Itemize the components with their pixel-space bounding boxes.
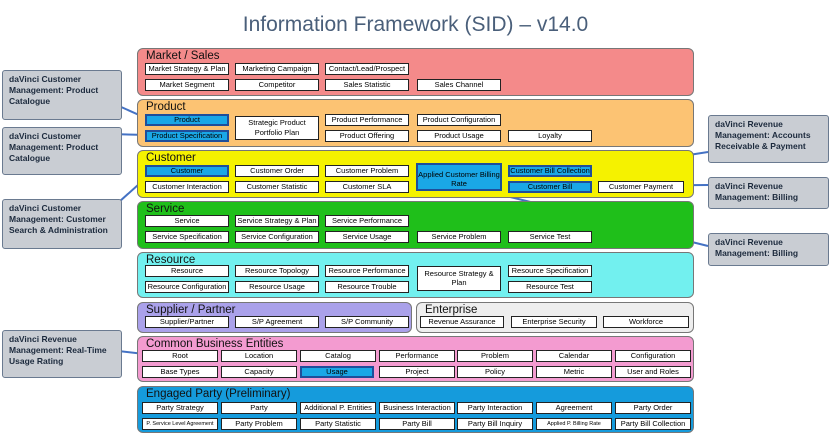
cell-party-bill-inquiry: Party Bill Inquiry	[457, 418, 533, 430]
market-sales-band: Market / Sales	[137, 48, 694, 96]
product-band: Product	[137, 99, 694, 147]
cell-resource-specification: Resource Specification	[508, 265, 592, 277]
cell-service-configuration: Service Configuration	[235, 231, 319, 243]
cell-customer-order: Customer Order	[235, 165, 319, 177]
cell-product-offering: Product Offering	[325, 130, 409, 142]
cell-problem: Problem	[457, 350, 533, 362]
band-title: Service	[146, 203, 185, 215]
cell-sp-agreement: S/P Agreement	[235, 316, 319, 328]
cell-contact-lead-prospect: Contact/Lead/Prospect	[325, 63, 409, 75]
cell-product-specification: Product Specification	[145, 130, 229, 142]
cell-strategic-product-portfolio-plan: Strategic Product Portfolio Plan	[235, 116, 319, 140]
cell-root: Root	[142, 350, 218, 362]
callout-product-catalogue: daVinci Customer Management: Product Cat…	[2, 70, 122, 120]
cell-resource-performance: Resource Performance	[325, 265, 409, 277]
cell-enterprise-security: Enterprise Security	[511, 316, 597, 328]
cell-applied-customer-billing-rate: Applied Customer Billing Rate	[416, 163, 502, 191]
band-title: Engaged Party (Preliminary)	[146, 388, 291, 400]
cell-product-usage: Product Usage	[417, 130, 501, 142]
cell-revenue-assurance: Revenue Assurance	[420, 316, 504, 328]
cell-user-and-roles: User and Roles	[615, 366, 691, 378]
cell-customer-bill-collection: Customer Bill Collection	[508, 165, 592, 177]
band-title: Market / Sales	[146, 50, 220, 62]
cell-agreement: Agreement	[536, 402, 612, 414]
cell-party-problem: Party Problem	[221, 418, 297, 430]
cell-capacity: Capacity	[221, 366, 297, 378]
cell-market-segment: Market Segment	[145, 79, 229, 91]
cell-product-configuration: Product Configuration	[417, 114, 501, 126]
band-title: Enterprise	[425, 304, 478, 316]
cell-catalog: Catalog	[300, 350, 376, 362]
cell-resource-trouble: Resource Trouble	[325, 281, 409, 293]
band-title: Customer	[146, 152, 196, 164]
cell-calendar: Calendar	[536, 350, 612, 362]
cell-service-usage: Service Usage	[325, 231, 409, 243]
cell-usage: Usage	[300, 366, 374, 378]
cell-party-order: Party Order	[615, 402, 691, 414]
cell-configuration: Configuration	[615, 350, 691, 362]
cell-resource-strategy-plan: Resource Strategy & Plan	[417, 266, 501, 291]
callout-accounts-receivable-payment: daVinci Revenue Management: Accounts Rec…	[708, 115, 829, 163]
cell-resource-configuration: Resource Configuration	[145, 281, 229, 293]
cell-market-strategy-plan: Market Strategy & Plan	[145, 63, 229, 75]
callout-billing: daVinci Revenue Management: Billing	[708, 177, 829, 209]
resource-band: Resource	[137, 252, 694, 298]
cell-customer-problem: Customer Problem	[325, 165, 409, 177]
cell-additional-p-entities: Additional P. Entities	[300, 402, 376, 414]
band-title: Common Business Entities	[146, 338, 284, 350]
cell-customer-bill: Customer Bill	[508, 181, 592, 193]
cell-resource-test: Resource Test	[508, 281, 592, 293]
cell-party-interaction: Party Interaction	[457, 402, 533, 414]
service-band: Service	[137, 201, 694, 249]
page-title: Information Framework (SID) – v14.0	[242, 13, 589, 36]
cell-service-specification: Service Specification	[145, 231, 229, 243]
cell-service-performance: Service Performance	[325, 215, 409, 227]
cell-sales-statistic: Sales Statistic	[325, 79, 409, 91]
callout-billing-rate: daVinci Revenue Management: Billing	[708, 233, 829, 266]
cell-loyalty: Loyalty	[508, 130, 592, 142]
cell-service-strategy-plan: Service Strategy & Plan	[235, 215, 319, 227]
cell-customer-payment: Customer Payment	[598, 181, 684, 193]
cell-base-types: Base Types	[142, 366, 218, 378]
cell-customer-sla: Customer SLA	[325, 181, 409, 193]
cell-party-bill-collection: Party Bill Collection	[615, 418, 691, 430]
cell-workforce: Workforce	[603, 316, 689, 328]
callout-product-catalogue-spec: daVinci Customer Management: Product Cat…	[2, 127, 122, 175]
cell-business-interaction: Business Interaction	[379, 402, 455, 414]
band-title: Supplier / Partner	[146, 304, 236, 316]
callout-real-time-usage-rating: daVinci Revenue Management: Real-Time Us…	[2, 330, 122, 378]
cell-service-problem: Service Problem	[417, 231, 501, 243]
cell-party-bill: Party Bill	[379, 418, 455, 430]
cell-location: Location	[221, 350, 297, 362]
cell-customer-interaction: Customer Interaction	[145, 181, 229, 193]
cell-sp-community: S/P Community	[325, 316, 409, 328]
cell-customer: Customer	[145, 165, 229, 177]
cell-p-service-level-agreement: P. Service Level Agreement	[142, 418, 218, 430]
cell-resource-topology: Resource Topology	[235, 265, 319, 277]
cell-party-strategy: Party Strategy	[142, 402, 218, 414]
cell-product-performance: Product Performance	[325, 114, 409, 126]
band-title: Product	[146, 101, 186, 113]
cell-metric: Metric	[536, 366, 612, 378]
cell-product: Product	[145, 114, 229, 126]
cell-party-statistic: Party Statistic	[300, 418, 376, 430]
cell-party: Party	[221, 402, 297, 414]
cell-competitor: Competitor	[235, 79, 319, 91]
band-title: Resource	[146, 254, 196, 266]
cell-policy: Policy	[457, 366, 533, 378]
callout-customer-search-administration: daVinci Customer Management: Customer Se…	[2, 199, 122, 249]
cell-marketing-campaign: Marketing Campaign	[235, 63, 319, 75]
cell-applied-p-billing-rate: Applied P. Billing Rate	[536, 418, 612, 430]
cell-resource: Resource	[145, 265, 229, 277]
cell-project: Project	[379, 366, 455, 378]
cell-customer-statistic: Customer Statistic	[235, 181, 319, 193]
cell-supplier-partner: Supplier/Partner	[145, 316, 229, 328]
cell-service-test: Service Test	[508, 231, 592, 243]
cell-performance: Performance	[379, 350, 455, 362]
cell-sales-channel: Sales Channel	[417, 79, 501, 91]
cell-service: Service	[145, 215, 229, 227]
cell-resource-usage: Resource Usage	[235, 281, 319, 293]
